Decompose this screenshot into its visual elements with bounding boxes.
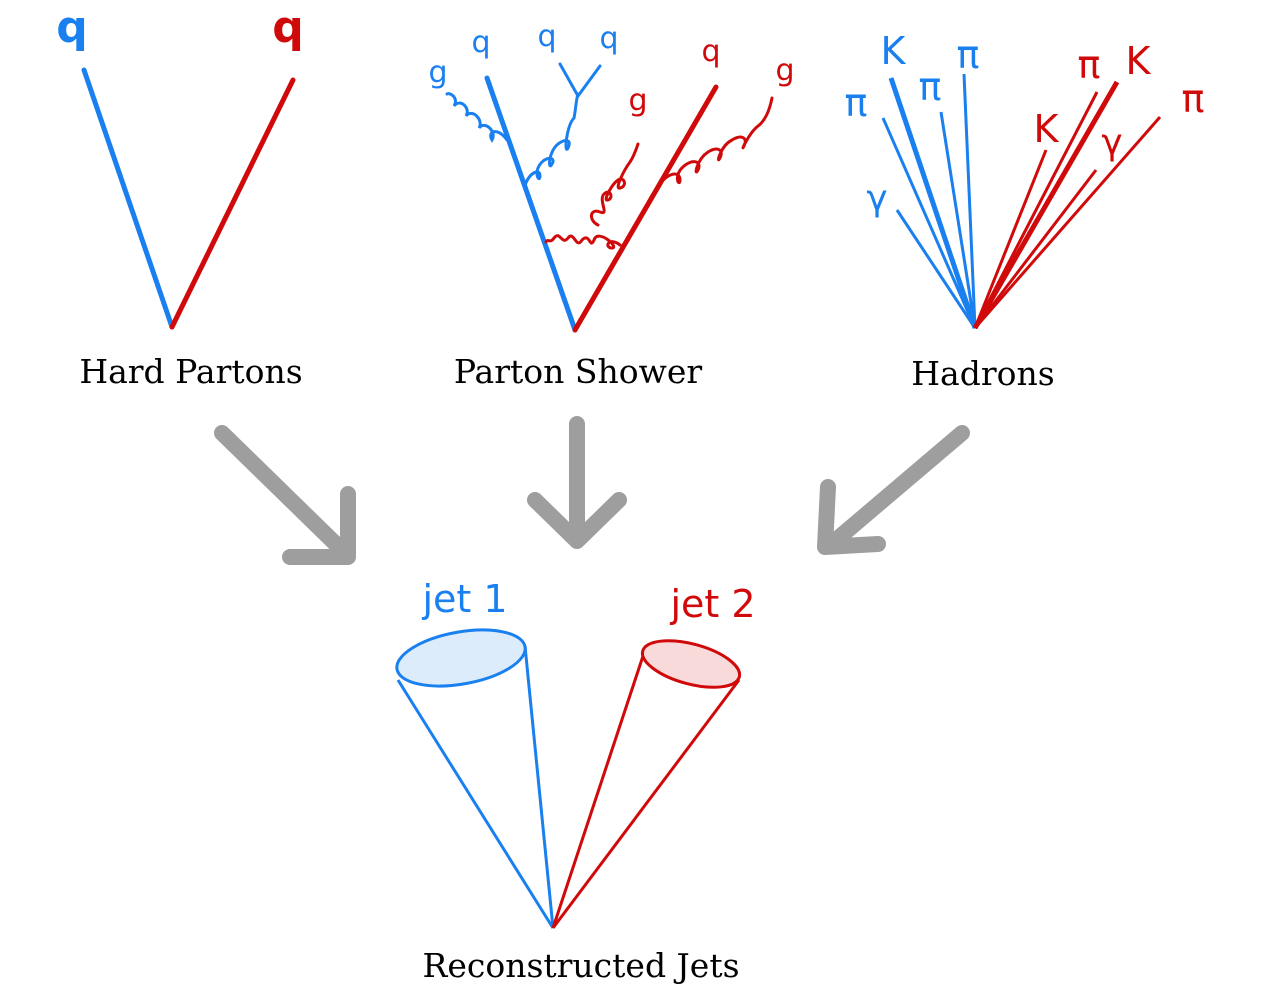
gluon-blue-2: [523, 92, 580, 187]
jet2-cone-left-edge: [551, 649, 647, 929]
flow-arrows: [214, 416, 970, 565]
jet1-label: jet 1: [421, 577, 507, 621]
label-q4: q: [701, 34, 720, 69]
label-gamma2: γ: [1101, 122, 1122, 163]
jet1-cone-mouth: [395, 628, 527, 688]
reconstructed-jets-caption: Reconstructed Jets: [422, 946, 739, 985]
quark-line-blue: [81, 67, 175, 330]
label-q3: q: [599, 21, 618, 56]
label-pi3: π: [845, 81, 868, 125]
quark-split-left: [558, 62, 580, 98]
label-pi5: π: [1182, 77, 1205, 121]
shower-main-blue: [484, 75, 578, 333]
jet1-cone-right-edge: [523, 645, 555, 929]
hadron-track-red-5: [973, 116, 1162, 329]
gluon-red-3: [654, 96, 774, 192]
hard-partons-caption: Hard Partons: [79, 352, 302, 391]
shower-main-red: [572, 84, 719, 333]
quark-line-red: [169, 77, 296, 330]
hadrons-caption: Hadrons: [911, 354, 1054, 393]
parton-shower-caption: Parton Shower: [454, 352, 703, 391]
label-g1: g: [428, 55, 447, 90]
arrow-center: [527, 416, 627, 549]
hadrons-panel: K π π π γ π K K γ π Hadrons: [845, 29, 1205, 393]
label-pi2: π: [919, 65, 942, 109]
parton-shower-panel: g q q q q g g Parton Shower: [428, 19, 794, 391]
label-q2: q: [537, 19, 556, 54]
hadron-track-red-1: [973, 149, 1048, 329]
hard-partons-panel: q q Hard Partons: [56, 2, 304, 391]
hadron-track-blue-4: [939, 111, 977, 329]
gluon-red-2: [590, 142, 640, 227]
hadron-track-blue-2: [881, 117, 977, 329]
label-k3: K: [1034, 107, 1060, 151]
label-gamma1: γ: [866, 178, 887, 219]
jet2-cone-right-edge: [551, 679, 741, 929]
label-k2: K: [1126, 39, 1152, 83]
quark-label-blue: q: [56, 2, 88, 53]
label-pi4: π: [1078, 43, 1101, 87]
quark-label-red: q: [272, 2, 304, 53]
hadron-track-red-3: [972, 80, 1120, 330]
hadron-track-blue-1: [895, 209, 977, 329]
label-pi1: π: [957, 33, 980, 77]
label-k1: K: [881, 29, 907, 73]
gluon-red-1: [544, 234, 622, 250]
reconstructed-jets-panel: jet 1 jet 2 Reconstructed Jets: [395, 577, 756, 985]
arrow-left: [214, 425, 356, 565]
hadron-track-red-4: [973, 169, 1098, 329]
jet2-cone-mouth: [640, 639, 742, 689]
gluon-blue-1: [445, 92, 509, 143]
hadron-track-blue-3: [888, 77, 978, 329]
quark-split-right: [576, 64, 602, 98]
label-q1: q: [471, 25, 490, 60]
arrow-right: [817, 425, 970, 555]
jet1-cone-left-edge: [396, 679, 555, 929]
label-g2: g: [628, 83, 647, 118]
jet2-label: jet 2: [669, 582, 755, 626]
hadron-track-blue-5: [962, 73, 977, 329]
label-g3: g: [775, 53, 794, 88]
